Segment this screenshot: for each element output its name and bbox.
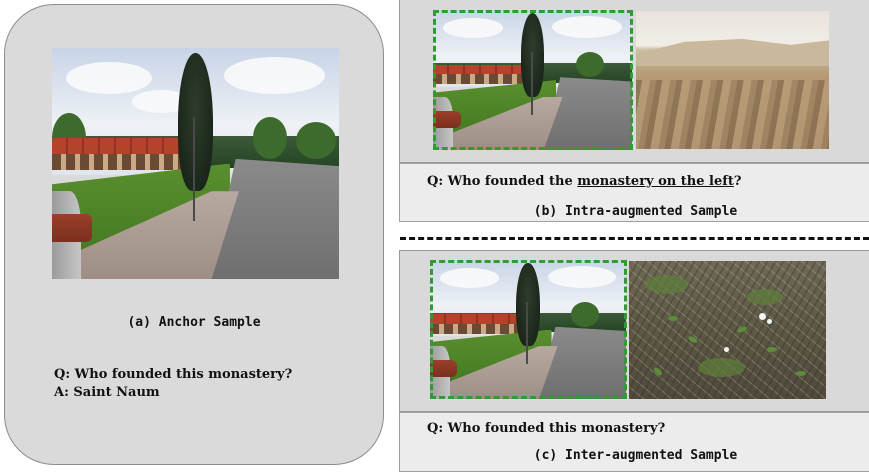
anchor-question: Q: Who founded this monastery? xyxy=(54,367,293,382)
intra-question-prefix: Q: Who founded the xyxy=(427,174,578,189)
inter-right-ground-image xyxy=(629,261,826,399)
inter-left-monastery-image xyxy=(430,260,626,399)
inter-left-highlight-box xyxy=(430,260,627,399)
intra-question-underlined: monastery on the left xyxy=(577,174,734,189)
intra-text-strip xyxy=(399,163,869,222)
section-separator-line xyxy=(400,237,869,240)
intra-question: Q: Who founded the monastery on the left… xyxy=(427,174,741,189)
anchor-monastery-image xyxy=(52,48,339,279)
inter-text-strip xyxy=(399,412,869,472)
intra-question-suffix: ? xyxy=(733,174,742,189)
anchor-answer: A: Saint Naum xyxy=(54,385,160,400)
intra-right-desert-image xyxy=(636,11,829,149)
intra-left-monastery-image xyxy=(433,10,632,150)
inter-caption: (c) Inter-augmented Sample xyxy=(533,448,738,463)
intra-left-highlight-box xyxy=(433,10,633,150)
anchor-caption: (a) Anchor Sample xyxy=(127,315,261,330)
inter-question: Q: Who founded this monastery? xyxy=(427,421,666,436)
intra-caption: (b) Intra-augmented Sample xyxy=(533,204,738,219)
